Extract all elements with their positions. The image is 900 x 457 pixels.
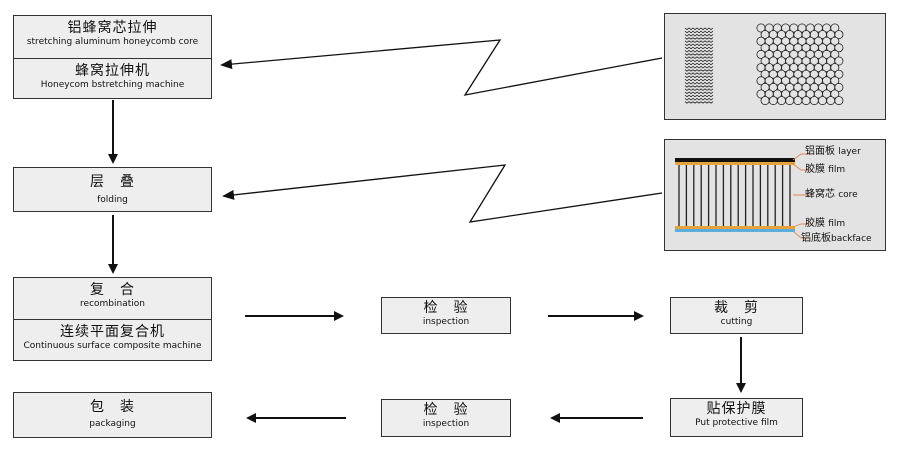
top-film-en: film xyxy=(828,165,846,175)
cutting-box: 裁 剪 cutting xyxy=(670,297,803,334)
layer-label-bottom-film: 胶膜 film xyxy=(805,218,845,230)
folding-label-zh: 层 叠 xyxy=(90,174,135,190)
stretch-machine-label-zh: 蜂窝拉伸机 xyxy=(75,63,150,79)
folding-section: 层 叠 folding xyxy=(14,174,211,206)
inspection-2-section: 检 验 inspection xyxy=(382,402,510,430)
stretch-label-en: stretching aluminum honeycomb core xyxy=(26,37,199,47)
packaging-label-en: packaging xyxy=(89,419,136,429)
core-zh: 蜂窝芯 xyxy=(805,189,835,200)
sandwich-image-panel: 铝面板 layer 胶膜 film 蜂窝芯 core 胶膜 film 铝底板ba… xyxy=(664,139,886,251)
cutting-section: 裁 剪 cutting xyxy=(671,300,802,328)
layer-label-top-film: 胶膜 film xyxy=(805,164,845,176)
recombination-label-en: recombination xyxy=(80,299,145,309)
layer-label-bottom-panel: 铝底板backface xyxy=(801,233,872,245)
stretch-group-box: 铝蜂窝芯拉伸 stretching aluminum honeycomb cor… xyxy=(13,15,212,99)
composite-machine-section: 连续平面复合机 Continuous surface composite mac… xyxy=(14,324,211,352)
layer-label-top-panel: 铝面板 layer xyxy=(805,146,861,158)
top-film-zh: 胶膜 xyxy=(805,164,825,175)
top-panel-zh: 铝面板 xyxy=(805,146,835,157)
zigzag-connector-sandwich xyxy=(222,164,663,223)
honeycomb-illustration xyxy=(684,23,844,106)
inspection-2-label-zh: 检 验 xyxy=(423,402,469,418)
top-panel-en: layer xyxy=(838,147,861,157)
stretch-machine-section: 蜂窝拉伸机 Honeycom bstretching machine xyxy=(14,63,211,91)
inspection-1-box: 检 验 inspection xyxy=(381,297,511,334)
inspection-2-box: 检 验 inspection xyxy=(381,399,511,437)
packaging-section: 包 装 packaging xyxy=(14,399,211,430)
recombination-group-box: 复 合 recombination 连续平面复合机 Continuous sur… xyxy=(13,277,212,361)
recombination-section: 复 合 recombination xyxy=(14,282,211,310)
folding-label-en: folding xyxy=(97,195,128,205)
bottom-panel-zh: 铝底板 xyxy=(801,233,831,244)
bottom-panel-en: backface xyxy=(831,234,872,244)
stretch-section: 铝蜂窝芯拉伸 stretching aluminum honeycomb cor… xyxy=(14,20,211,48)
inspection-1-label-zh: 检 验 xyxy=(423,300,469,316)
honeycomb-image-panel xyxy=(664,13,886,120)
cutting-label-zh: 裁 剪 xyxy=(714,300,759,316)
inspection-2-label-en: inspection xyxy=(422,419,470,429)
packaging-box: 包 装 packaging xyxy=(13,392,212,438)
inspection-1-section: 检 验 inspection xyxy=(382,300,510,328)
composite-machine-label-zh: 连续平面复合机 xyxy=(60,324,165,340)
core-en: core xyxy=(838,190,858,200)
stretch-machine-label-en: Honeycom bstretching machine xyxy=(40,80,185,90)
zigzag-connector-honeycomb xyxy=(220,39,663,96)
stretch-divider xyxy=(14,58,211,59)
inspection-1-label-en: inspection xyxy=(422,317,470,327)
cutting-label-en: cutting xyxy=(720,317,753,327)
protective-film-label-en: Put protective film xyxy=(695,418,778,428)
protective-film-box: 贴保护膜 Put protective film xyxy=(670,398,803,437)
recombination-divider xyxy=(14,319,211,320)
stretch-label-zh: 铝蜂窝芯拉伸 xyxy=(67,20,158,36)
composite-machine-label-en: Continuous surface composite machine xyxy=(23,341,202,351)
bottom-film-zh: 胶膜 xyxy=(805,218,825,229)
bottom-film-en: film xyxy=(828,219,846,229)
layer-label-core: 蜂窝芯 core xyxy=(805,189,858,201)
packaging-label-zh: 包 装 xyxy=(90,399,135,415)
sandwich-illustration xyxy=(675,153,811,239)
recombination-label-zh: 复 合 xyxy=(90,282,135,298)
folding-box: 层 叠 folding xyxy=(13,167,212,212)
protective-film-section: 贴保护膜 Put protective film xyxy=(671,401,802,429)
protective-film-label-zh: 贴保护膜 xyxy=(706,401,767,417)
